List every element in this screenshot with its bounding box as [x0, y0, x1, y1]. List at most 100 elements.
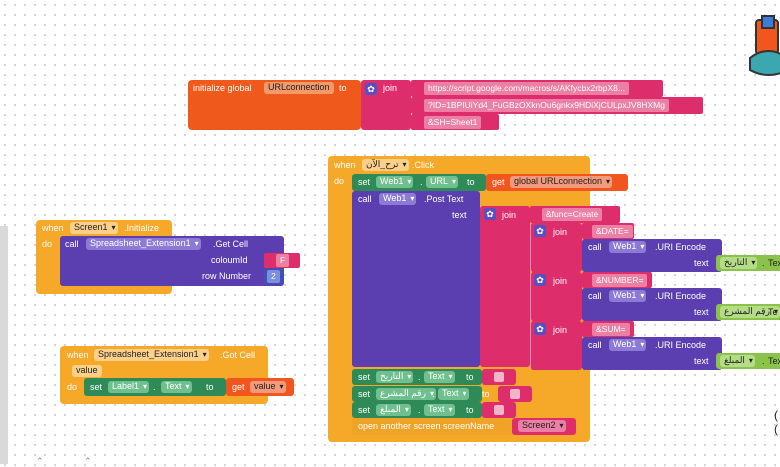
get-global-label: get — [492, 177, 505, 187]
url-string-3[interactable]: &SH=Sheet1 — [424, 116, 482, 129]
web1-dropdown[interactable]: Web1 — [376, 176, 414, 188]
do-label-2: do — [67, 382, 78, 392]
web1-post-dropdown[interactable]: Web1 — [379, 193, 417, 205]
uri-encode-call[interactable] — [582, 239, 722, 272]
param-string[interactable]: &SUM= — [592, 323, 630, 336]
uri-text-arg: text — [694, 258, 709, 268]
extension-dropdown-2[interactable]: Spreadsheet_Extension1 — [94, 349, 209, 361]
field-dropdown[interactable]: المبلغ — [720, 355, 755, 367]
init-global-keyword: initialize global — [193, 83, 252, 93]
empty-string-value[interactable] — [494, 372, 504, 382]
field-prop: Tex — [768, 258, 780, 268]
extension-dropdown[interactable]: Spreadsheet_Extension1 — [86, 238, 201, 250]
set-web-url-block[interactable] — [352, 174, 486, 191]
value-dropdown[interactable]: value — [250, 381, 286, 393]
text-prop-dropdown[interactable]: Text — [161, 381, 192, 393]
post-text-call[interactable] — [352, 191, 480, 367]
param-string[interactable]: &NUMBER= — [592, 274, 648, 287]
row-number-value[interactable]: 2 — [267, 270, 280, 283]
gear-icon[interactable]: ✿ — [534, 274, 546, 286]
param-string[interactable]: &DATE= — [592, 225, 633, 238]
func-create-string[interactable]: &func=Create — [542, 208, 603, 221]
when-label-2: when — [67, 350, 89, 360]
screen2-dropdown[interactable]: Screen2 — [518, 420, 566, 432]
workspace-scrollbar[interactable] — [0, 226, 8, 464]
got-cell-label: .Got Cell — [220, 350, 256, 360]
coloumid-value[interactable]: F — [276, 254, 290, 267]
open-screen-block[interactable] — [352, 418, 512, 435]
gear-icon[interactable]: ✿ — [484, 208, 496, 220]
dot-separator: . — [762, 258, 765, 268]
field-dropdown[interactable]: رقم المشرع — [720, 306, 780, 318]
set-url-label: set — [358, 177, 371, 187]
backpack-icon[interactable] — [748, 14, 780, 78]
uri-encode-call[interactable] — [582, 337, 722, 370]
field-dropdown[interactable]: التاريخ — [720, 257, 758, 269]
call-post-label: call — [358, 194, 372, 204]
call-label: call — [65, 239, 79, 249]
dot-separator: . — [153, 382, 156, 392]
get-label: get — [232, 382, 245, 392]
gear-icon[interactable]: ✿ — [365, 83, 377, 95]
uri-text-arg: text — [694, 356, 709, 366]
get-cell-method: .Get Cell — [213, 239, 249, 249]
trash-icon-edge[interactable]: (( — [774, 408, 778, 436]
coloumid-label: coloumId — [211, 255, 248, 265]
inner-join-label: join — [553, 276, 568, 286]
url-string-2[interactable]: ?ID=1BPIUiYd4_FuGBzOXknOu6gnkx9HDiXjCULp… — [424, 99, 669, 112]
to-label: to — [206, 382, 214, 392]
set-field-label: set — [358, 372, 371, 382]
gear-icon[interactable]: ✿ — [534, 225, 546, 237]
outer-join-block[interactable] — [480, 206, 530, 367]
field-prop: Tex — [768, 356, 780, 366]
set-prop-dropdown[interactable]: Text — [424, 371, 455, 383]
init-global-to: to — [339, 83, 347, 93]
value-param[interactable]: value — [72, 365, 102, 377]
uri-call-label: call — [588, 291, 602, 301]
uri-encode-call[interactable] — [582, 288, 722, 321]
set-prop-dropdown[interactable]: Text — [438, 388, 469, 400]
uri-call-label: call — [588, 340, 602, 350]
button-dropdown[interactable]: ترح_الآن — [362, 159, 409, 171]
label1-dropdown[interactable]: Label1 — [108, 381, 150, 393]
gear-icon[interactable]: ✿ — [534, 323, 546, 335]
url-string-1[interactable]: https://script.google.com/macros/s/AKfyc… — [424, 82, 629, 95]
uri-encode-method: .URI Encode — [655, 242, 707, 252]
when-label: when — [42, 223, 64, 233]
set-to-label: to — [466, 372, 474, 382]
set-field-dropdown[interactable]: المبلغ — [376, 404, 411, 416]
zoom-icon-2[interactable]: ⌃ — [84, 456, 92, 466]
web1-uri-dropdown[interactable]: Web1 — [609, 290, 647, 302]
url-prop-dropdown[interactable]: URL — [426, 176, 459, 188]
empty-string-value[interactable] — [494, 405, 504, 415]
set-field-block[interactable] — [352, 369, 482, 385]
join-label: join — [383, 83, 398, 93]
click-label: .Click — [412, 160, 434, 170]
empty-string-value[interactable] — [510, 389, 520, 399]
do-label: do — [42, 239, 53, 249]
row-number-label: row Number — [202, 271, 252, 281]
web1-uri-dropdown[interactable]: Web1 — [609, 339, 647, 351]
set-to-label: to — [482, 389, 490, 399]
set-field-label: set — [358, 405, 371, 415]
outer-join-label: join — [502, 210, 517, 220]
initialize-label: .Initialize — [124, 223, 160, 233]
dot-separator: . — [418, 405, 421, 415]
post-text-arg: text — [452, 210, 467, 220]
global-var-dropdown[interactable]: global URLconnection — [510, 176, 613, 188]
dot-separator: . — [762, 307, 765, 317]
set-field-dropdown[interactable]: التاريخ — [376, 371, 414, 383]
global-var-name[interactable]: URLconnection — [264, 82, 334, 94]
zoom-icon-1[interactable]: ⌃ — [36, 456, 44, 466]
set-to-label: to — [466, 405, 474, 415]
uri-encode-method: .URI Encode — [655, 340, 707, 350]
uri-text-arg: text — [694, 307, 709, 317]
post-text-method: .Post Text — [424, 194, 464, 204]
uri-call-label: call — [588, 242, 602, 252]
set-field-dropdown[interactable]: رقم المشرع — [376, 388, 436, 400]
set-prop-dropdown[interactable]: Text — [424, 404, 455, 416]
uri-encode-method: .URI Encode — [655, 291, 707, 301]
web1-uri-dropdown[interactable]: Web1 — [609, 241, 647, 253]
screen1-dropdown[interactable]: Screen1 — [70, 222, 118, 234]
set-field-block[interactable] — [352, 402, 482, 418]
